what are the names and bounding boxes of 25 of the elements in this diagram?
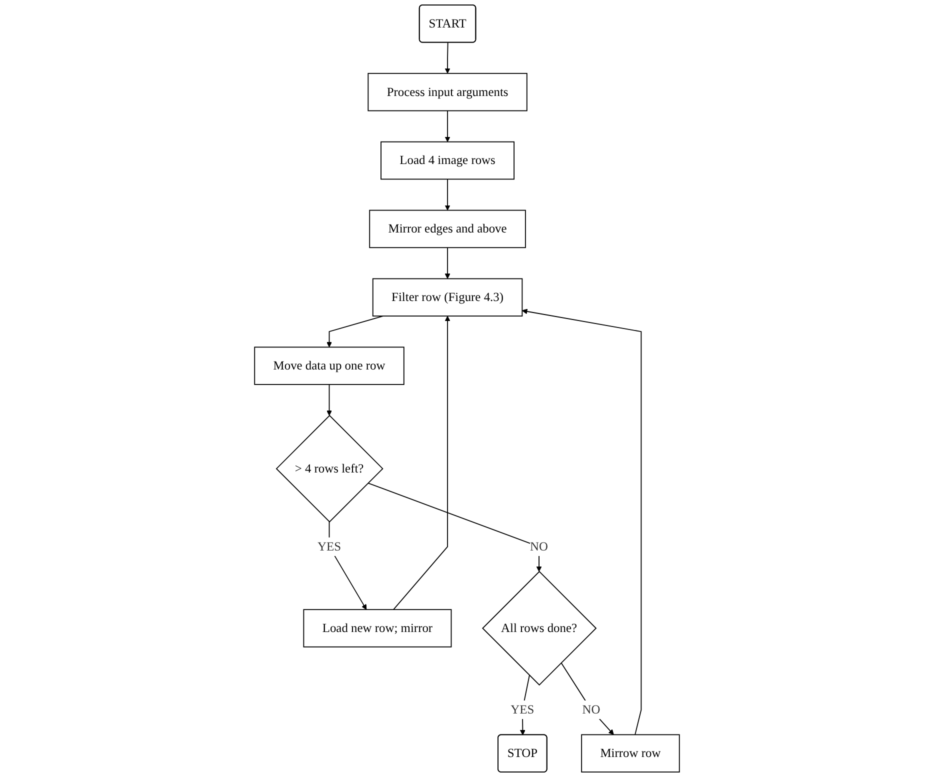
arrow	[444, 247, 450, 279]
node-box: Move data up one row	[254, 346, 404, 385]
arrow	[368, 482, 542, 572]
node-box: Filter row (Figure 4.3)	[372, 278, 523, 317]
edge-label: YES	[318, 540, 342, 554]
edge-label: NO	[530, 540, 548, 554]
arrow	[444, 42, 450, 74]
node-box: Load 4 image rows	[380, 141, 515, 180]
arrow	[560, 662, 614, 735]
arrow	[328, 521, 367, 610]
node-box: Mirrow row	[581, 734, 680, 772]
arrow	[326, 384, 332, 416]
arrow	[326, 316, 384, 348]
arrow	[444, 110, 450, 142]
arrow	[522, 308, 642, 736]
node-diamond: > 4 rows left?	[276, 414, 384, 522]
arrow	[520, 674, 530, 736]
arrow	[393, 316, 450, 610]
node-box: Mirror edges and above	[369, 210, 526, 248]
edge-label: NO	[582, 702, 600, 717]
edge-label: YES	[510, 702, 534, 717]
arrow	[444, 178, 450, 211]
node-diamond: All rows done?	[482, 570, 597, 686]
node-box: Process input arguments	[368, 72, 528, 112]
node-box: Load new row; mirror	[303, 609, 452, 648]
